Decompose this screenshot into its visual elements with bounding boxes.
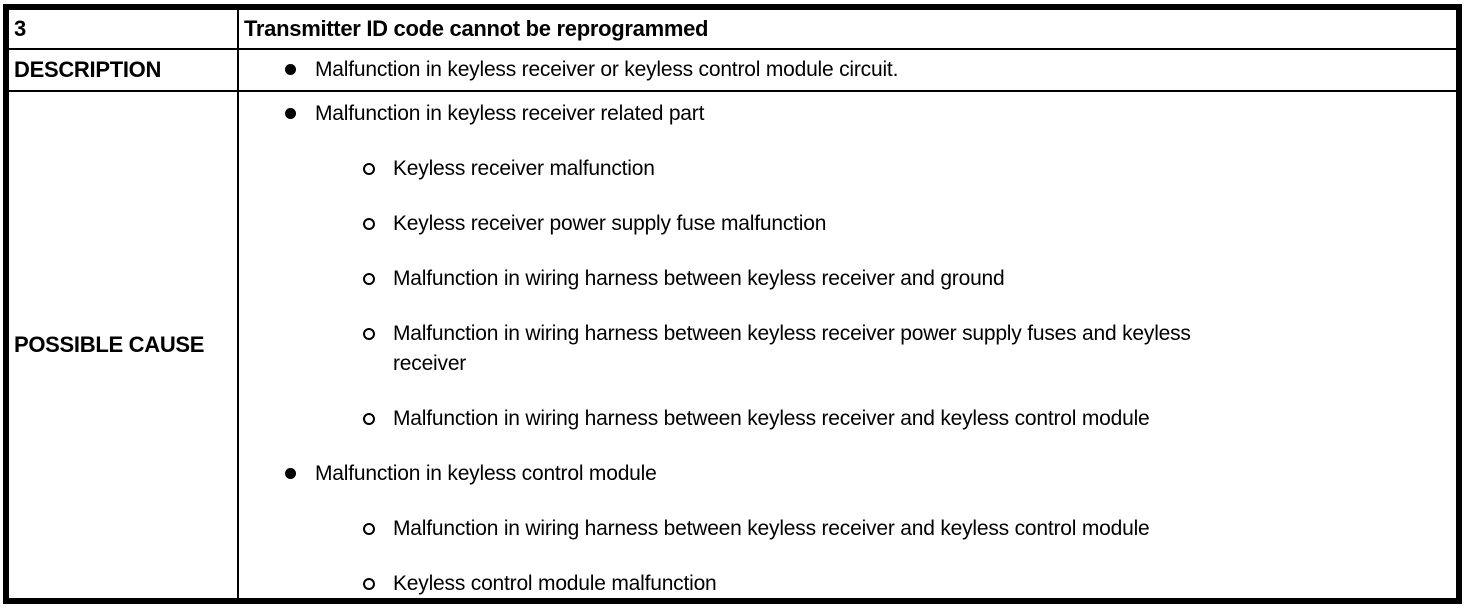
bullet-item: Malfunction in keyless control module	[239, 459, 1456, 489]
bullet-item-text: Malfunction in keyless control module	[315, 462, 657, 485]
bullet-item: Malfunction in keyless receiver related …	[239, 99, 1456, 129]
open-circle-bullet-icon	[363, 413, 375, 425]
bullet-item: Keyless control module malfunction	[239, 569, 1456, 598]
open-circle-bullet-icon	[363, 328, 375, 340]
dtc-table-grid: 3 Transmitter ID code cannot be reprogra…	[9, 10, 1456, 598]
open-circle-bullet-icon	[363, 218, 375, 230]
bullet-item: Malfunction in wiring harness between ke…	[239, 319, 1456, 379]
bullet-item-text: Keyless receiver power supply fuse malfu…	[393, 212, 827, 235]
bullet-item: Keyless receiver malfunction	[239, 154, 1456, 184]
filled-bullet-icon	[285, 64, 296, 75]
bullet-item: Malfunction in wiring harness between ke…	[239, 264, 1456, 294]
open-circle-bullet-icon	[363, 163, 375, 175]
bullet-item: Malfunction in wiring harness between ke…	[239, 514, 1456, 544]
open-circle-bullet-icon	[363, 273, 375, 285]
open-circle-bullet-icon	[363, 523, 375, 535]
bullet-item-text: Keyless control module malfunction	[393, 572, 717, 595]
bullet-item-text: Malfunction in wiring harness between ke…	[393, 407, 1150, 430]
bullet-item-text: Malfunction in keyless receiver or keyle…	[315, 58, 899, 81]
bullet-item: Malfunction in wiring harness between ke…	[239, 404, 1456, 434]
filled-bullet-icon	[285, 468, 296, 479]
dtc-table: 3 Transmitter ID code cannot be reprogra…	[3, 4, 1462, 604]
bullet-item-text: Malfunction in wiring harness between ke…	[393, 322, 1191, 375]
filled-bullet-icon	[285, 108, 296, 119]
bullet-item: Keyless receiver power supply fuse malfu…	[239, 209, 1456, 239]
bullet-item-text: Malfunction in keyless receiver related …	[315, 102, 705, 125]
description-label: DESCRIPTION	[9, 50, 237, 90]
bullet-item-text: Malfunction in wiring harness between ke…	[393, 517, 1150, 540]
open-circle-bullet-icon	[363, 578, 375, 590]
possible-cause-content: Malfunction in keyless receiver related …	[239, 92, 1456, 598]
bullet-item: Malfunction in keyless receiver or keyle…	[239, 55, 1456, 85]
possible-cause-label: POSSIBLE CAUSE	[9, 92, 237, 598]
dtc-title-cell: Transmitter ID code cannot be reprogramm…	[239, 10, 1456, 48]
description-content: Malfunction in keyless receiver or keyle…	[239, 50, 1456, 90]
dtc-code-cell: 3	[9, 10, 237, 48]
bullet-item-text: Malfunction in wiring harness between ke…	[393, 267, 1005, 290]
bullet-item-text: Keyless receiver malfunction	[393, 157, 655, 180]
